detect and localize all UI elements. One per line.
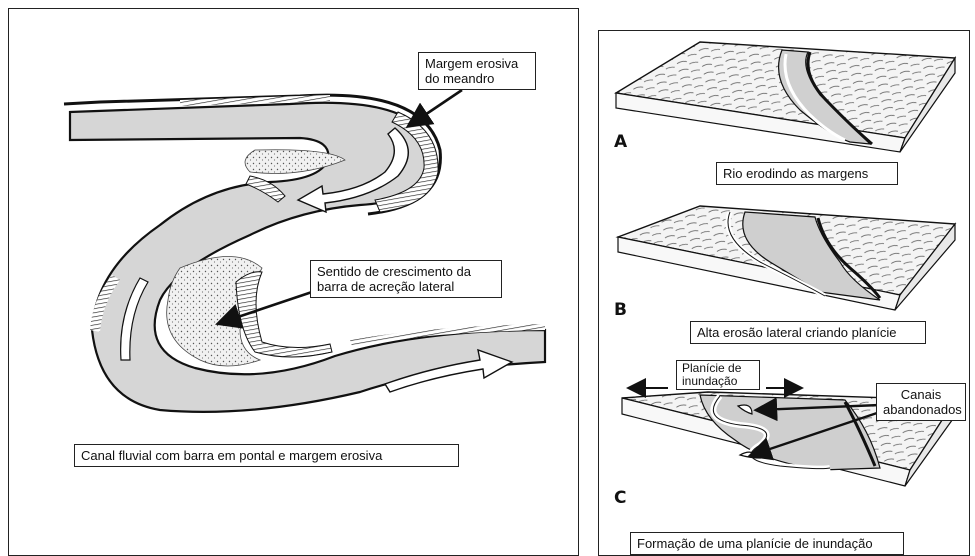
block-diagram-a	[616, 42, 955, 152]
callout-abandoned-channels: Canais abandonados	[876, 383, 966, 421]
block-letter-c: C	[614, 488, 626, 508]
callout-floodplain: Planície de inundação	[676, 360, 760, 390]
block-diagram-b	[618, 206, 955, 310]
meander-channel	[64, 95, 545, 412]
block-letter-b: B	[614, 300, 627, 320]
callout-outer-bank: Margem erosiva do meandro	[418, 52, 536, 90]
block-letter-a: A	[614, 132, 627, 152]
callout-arrow-outer-bank	[410, 90, 462, 125]
left-caption: Canal fluvial com barra em pontal e marg…	[74, 444, 459, 467]
block-b-caption: Alta erosão lateral criando planície	[690, 321, 926, 344]
block-a-caption: Rio erodindo as margens	[716, 162, 898, 185]
callout-bar-growth: Sentido de crescimento da barra de acreç…	[310, 260, 502, 298]
